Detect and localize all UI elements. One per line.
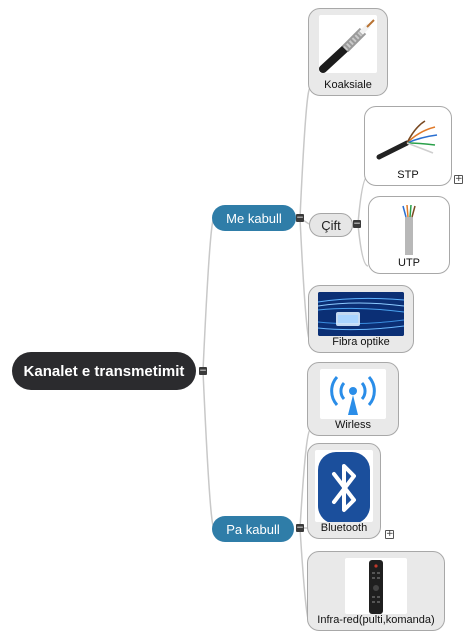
wireless-signal-icon <box>320 369 386 419</box>
branch-wired-label: Me kabull <box>226 210 282 226</box>
bluetooth-expand-toggle[interactable]: + <box>385 529 394 539</box>
card-stp-label: STP <box>397 169 419 181</box>
card-fiber-label: Fibra optike <box>332 336 390 348</box>
card-utp-label: UTP <box>398 257 420 269</box>
branch-wireless[interactable]: Pa kabull <box>212 516 294 542</box>
root-node[interactable]: Kanalet e transmetimit <box>12 352 196 390</box>
branch-wireless-label: Pa kabull <box>226 521 280 537</box>
root-node-label: Kanalet e transmetimit <box>23 362 185 380</box>
branch-wired[interactable]: Me kabull <box>212 205 296 231</box>
root-collapse-toggle[interactable]: − <box>199 366 207 376</box>
card-fiber[interactable]: Fibra optike <box>308 285 414 353</box>
utp-cable-photo-icon <box>389 203 429 255</box>
stp-expand-toggle[interactable]: + <box>454 174 463 184</box>
subgroup-cift[interactable]: Çift <box>309 213 353 237</box>
card-utp[interactable]: UTP <box>368 196 450 274</box>
stp-cable-photo-icon <box>373 113 443 165</box>
card-bluetooth[interactable]: Bluetooth <box>307 443 381 539</box>
card-coaxial[interactable]: Koaksiale <box>308 8 388 96</box>
connector-cift-utp <box>357 223 369 267</box>
card-infrared-label: Infra-red(pulti,komanda) <box>317 614 435 626</box>
card-wireless-label: Wirless <box>334 419 372 431</box>
connector-cift-stp <box>357 175 369 225</box>
connector-root-wireless <box>202 370 215 529</box>
coaxial-cable-photo-icon <box>319 15 377 73</box>
card-coaxial-label: Koaksiale <box>324 79 372 91</box>
card-bluetooth-label: Bluetooth <box>320 522 368 534</box>
bluetooth-logo-icon <box>315 450 373 522</box>
subgroup-cift-label: Çift <box>321 217 341 233</box>
remote-control-photo-icon <box>345 558 407 614</box>
card-infrared[interactable]: Infra-red(pulti,komanda) <box>307 551 445 631</box>
wired-collapse-toggle[interactable]: − <box>296 213 304 223</box>
wireless-collapse-toggle[interactable]: − <box>296 523 304 533</box>
connector-root-wired <box>202 217 215 372</box>
connector-wired-coax <box>299 87 311 219</box>
card-wireless[interactable]: Wirless <box>307 362 399 436</box>
card-stp[interactable]: STP <box>364 106 452 186</box>
fiber-optic-photo-icon <box>318 292 404 336</box>
cift-collapse-toggle[interactable]: − <box>353 219 361 229</box>
